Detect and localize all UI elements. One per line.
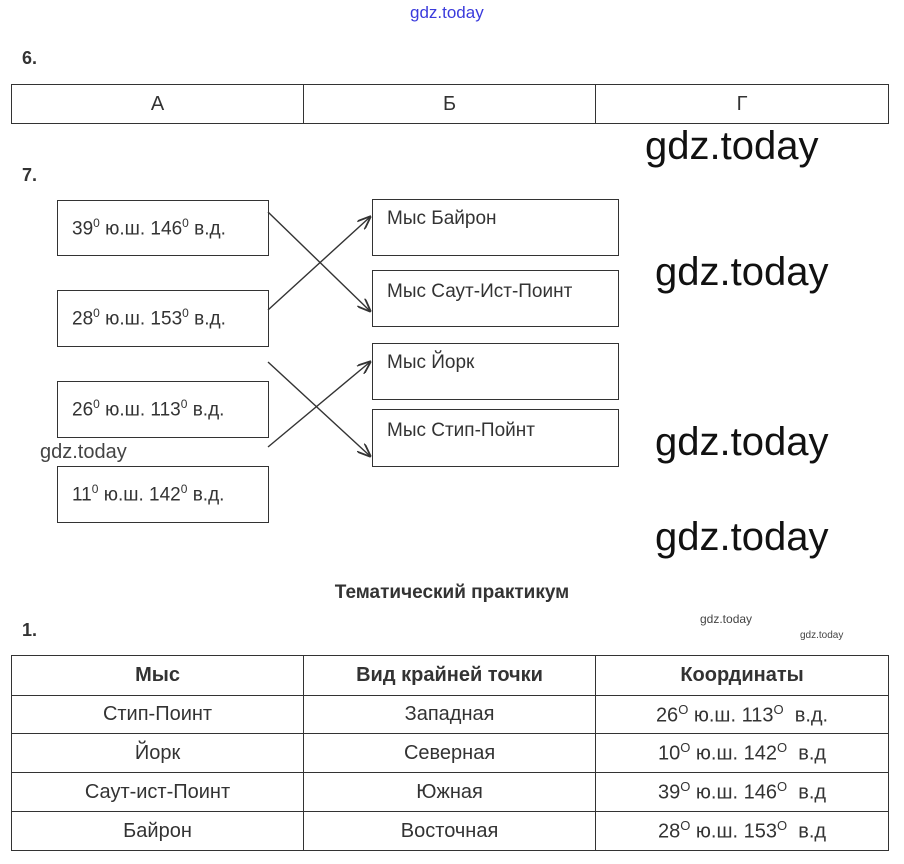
watermark: gdz.today bbox=[655, 515, 829, 559]
type-cell: Восточная bbox=[303, 811, 597, 851]
arrow bbox=[267, 361, 370, 456]
cape-cell: Байрон bbox=[10, 811, 305, 851]
coordinate-box: 260 ю.ш. 1130 в.д. bbox=[57, 381, 269, 438]
coordinates-cell: 39O ю.ш. 146O в.д bbox=[595, 772, 889, 812]
arrow bbox=[267, 362, 370, 448]
watermark: gdz.today bbox=[655, 420, 829, 464]
arrow bbox=[267, 217, 370, 311]
column-header: Вид крайней точки bbox=[303, 655, 597, 696]
watermark: gdz.today bbox=[40, 441, 127, 463]
type-cell: Северная bbox=[303, 733, 597, 773]
cape-cell: Йорк bbox=[10, 733, 305, 773]
coordinates-cell: 26O ю.ш. 113O в.д. bbox=[595, 695, 889, 734]
column-header: Координаты bbox=[595, 655, 889, 696]
watermark-top: gdz.today bbox=[410, 3, 484, 22]
cape-box: Мыс Стип-Пойнт bbox=[372, 409, 619, 467]
cape-cell: Саут-ист-Поинт bbox=[10, 772, 305, 812]
watermark: gdz.today bbox=[655, 250, 829, 294]
table-row: Саут-ист-Поинт Южная 39O ю.ш. 146O в.д bbox=[10, 772, 889, 812]
watermark: gdz.today bbox=[645, 124, 819, 168]
coordinate-box: 390 ю.ш. 1460 в.д. bbox=[57, 200, 269, 256]
capes-table: Мыс Вид крайней точки Координаты Стип-По… bbox=[10, 655, 889, 851]
section-title: Тематический практикум bbox=[334, 582, 570, 603]
coordinates-cell: 10O ю.ш. 142O в.д bbox=[595, 733, 889, 773]
type-cell: Южная bbox=[303, 772, 597, 812]
coordinate-box: 110 ю.ш. 1420 в.д. bbox=[57, 466, 269, 523]
table-row: Йорк Северная 10O ю.ш. 142O в.д bbox=[10, 733, 889, 773]
type-cell: Западная bbox=[303, 695, 597, 734]
table-row: Байрон Восточная 28O ю.ш. 153O в.д bbox=[10, 811, 889, 851]
answer-cell: Б bbox=[303, 84, 597, 124]
column-header: Мыс bbox=[10, 655, 305, 696]
table-row: Стип-Поинт Западная 26O ю.ш. 113O в.д. bbox=[10, 695, 889, 734]
coordinates-cell: 28O ю.ш. 153O в.д bbox=[595, 811, 889, 851]
task-6-number: 6. bbox=[22, 48, 38, 68]
task-7-number: 7. bbox=[22, 165, 38, 185]
watermark: gdz.today bbox=[800, 630, 844, 641]
arrow bbox=[267, 211, 370, 311]
answer-cell: Г bbox=[595, 84, 889, 124]
task-1-number: 1. bbox=[22, 620, 38, 640]
cape-cell: Стип-Поинт bbox=[10, 695, 305, 734]
task-6-table: А Б Г bbox=[10, 84, 889, 124]
coordinate-box: 280 ю.ш. 1530 в.д. bbox=[57, 290, 269, 347]
watermark: gdz.today bbox=[700, 612, 753, 626]
answer-cell: А bbox=[10, 84, 305, 124]
